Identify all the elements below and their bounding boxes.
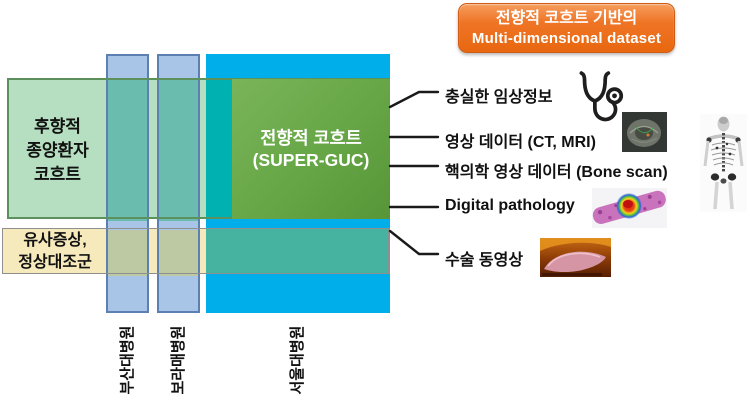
stethoscope-icon [579, 71, 624, 122]
banner-line1: 전향적 코흐트 기반의 [495, 9, 638, 27]
ct-mri-image [622, 112, 667, 152]
column-pusan-hospital [106, 54, 149, 313]
banner-multidimensional-dataset: 전향적 코흐트 기반의 Multi-dimensional dataset [458, 3, 675, 53]
hospital-label-boramae: 보라매병원 [170, 325, 187, 395]
pathology-image [592, 188, 667, 228]
dataset-label-pathology: Digital pathology [445, 197, 575, 214]
retrospective-cohort-label: 후향적 종양환자 코흐트 [26, 117, 89, 184]
control-group-border [2, 228, 389, 274]
column-boramae-hospital [157, 54, 200, 313]
hospital-label-snuh: 서울대병원 [289, 325, 306, 395]
dataset-label-imaging: 영상 데이터 (CT, MRI) [445, 134, 596, 151]
connector-surgery [388, 229, 440, 256]
dataset-label-clinical-info: 충실한 임상정보 [445, 89, 553, 106]
prospective-cohort-box: 전향적 코흐트 (SUPER-GUC) [232, 79, 390, 219]
connector-clinical-info [388, 90, 440, 109]
bone-scan-image [700, 114, 747, 212]
prospective-cohort-title: 전향적 코흐트 [260, 128, 362, 148]
banner-line2: Multi-dimensional dataset [471, 29, 662, 47]
surgery-video-image [540, 238, 611, 277]
prospective-cohort-subtitle: (SUPER-GUC) [252, 150, 370, 170]
dataset-label-nuclear: 핵의학 영상 데이터 (Bone scan) [445, 164, 668, 181]
dataset-label-surgery: 수술 동영상 [445, 252, 524, 269]
hospital-label-pusan: 부산대병원 [119, 325, 136, 395]
control-group-label: 유사증상, 정상대조군 [18, 232, 92, 271]
